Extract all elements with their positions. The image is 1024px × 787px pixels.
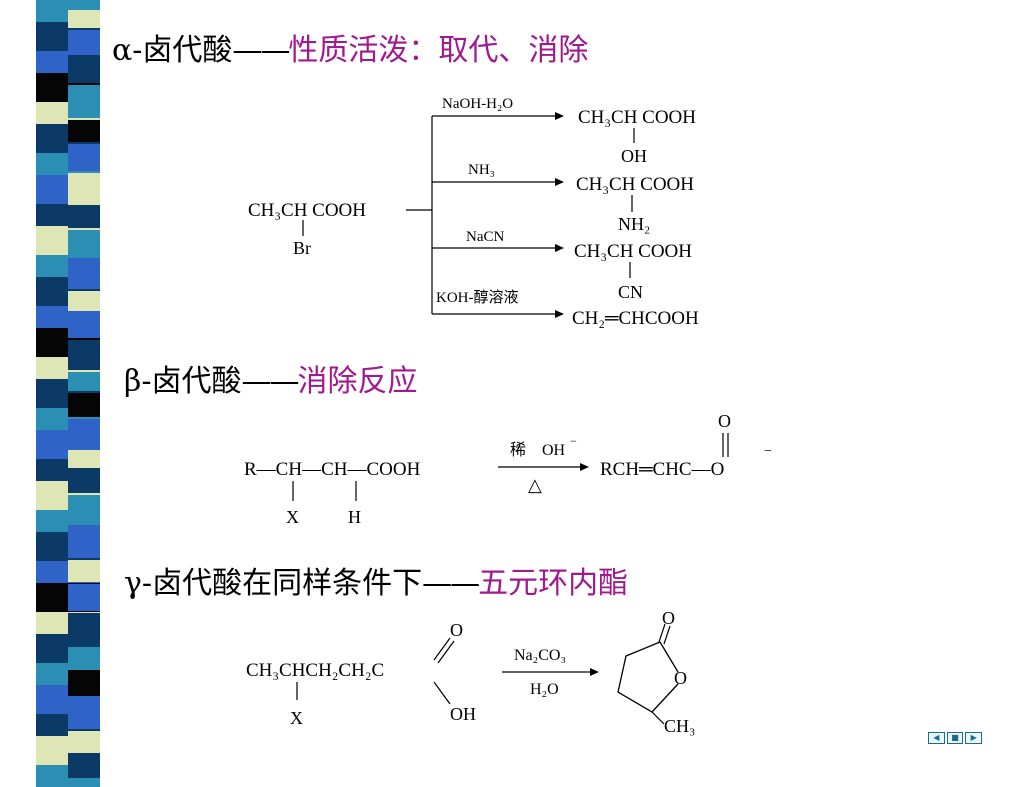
- beta-product-o-top: O: [718, 411, 731, 431]
- stripe-block: [68, 560, 100, 582]
- stripe-block: [68, 340, 100, 370]
- gamma-oh: OH: [450, 704, 476, 724]
- alpha-sub-1: OH: [621, 146, 647, 166]
- alpha-reagent-4: KOH-醇溶液: [436, 289, 519, 306]
- alpha-arrowhead-4: [555, 310, 564, 318]
- beta-reagent-dilute: 稀: [510, 441, 526, 459]
- beta-product-charge: −: [764, 444, 772, 459]
- heading-gamma-highlight: 五元环内酯: [478, 566, 629, 601]
- stripe-block: [68, 393, 100, 417]
- beta-reactant: R—CH—CH—COOH: [244, 459, 421, 480]
- stripe-block: [68, 55, 100, 83]
- gamma-ring-carbonyl-b: [663, 625, 671, 645]
- stripe-block: [68, 613, 100, 645]
- beta-reagent-oh: OH: [542, 442, 566, 459]
- stripe-block: [68, 230, 100, 256]
- stripe-block: [68, 495, 100, 523]
- alpha-product-1: CH₃CH COOH: [578, 107, 696, 128]
- gamma-ring-o-top: O: [662, 612, 675, 628]
- alpha-reactant: CH₃CH COOH: [248, 200, 366, 221]
- stripe-block: [68, 731, 100, 751]
- heading-beta: β-卤代酸——消除反应: [124, 364, 417, 400]
- stripe-block: [68, 372, 100, 391]
- gamma-lactone-ring: [617, 641, 679, 713]
- gamma-reagent-top: Na₂CO₃: [514, 647, 566, 664]
- stripe-block: [68, 525, 100, 558]
- gamma-ring-ch3: CH₃: [664, 716, 695, 736]
- stripe-block: [68, 450, 100, 468]
- next-slide-button[interactable]: ▶: [965, 732, 983, 744]
- beta-product: RCH═CHC—O: [600, 459, 724, 480]
- alpha-sub-2: NH₂: [618, 214, 650, 234]
- alpha-reagent-2: NH₃: [468, 162, 495, 178]
- stripe-block: [68, 470, 100, 493]
- heading-gamma-dash: ——: [422, 566, 480, 601]
- gamma-c-oh-bond: [433, 681, 451, 705]
- gamma-arrowhead: [590, 668, 599, 676]
- alpha-sub-3: CN: [618, 282, 643, 302]
- stripe-block: [68, 258, 100, 289]
- alpha-product-3: CH₃CH COOH: [574, 241, 692, 262]
- heading-gamma-prefix: γ-卤代酸在同样条件下: [124, 566, 423, 601]
- gamma-reactant: CH₃CHCH₂CH₂C: [246, 660, 384, 681]
- slide-navigation: ◀ ■ ▶: [928, 732, 983, 744]
- alpha-arrowhead-1: [555, 112, 564, 120]
- stripe-block: [68, 647, 100, 668]
- gamma-ring-methyl-bond: [651, 711, 665, 725]
- beta-sub-x: X: [286, 507, 299, 527]
- alpha-reaction-scheme: CH₃CH COOH Br NaOH-H₂O CH₃CH COOH OH NH₃…: [248, 96, 699, 329]
- stripe-block: [68, 584, 100, 611]
- gamma-reaction-scheme: CH₃CHCH₂CH₂C X O OH Na₂CO₃ H₂O O O CH₃: [246, 612, 695, 736]
- gamma-ring-carbonyl-a: [658, 623, 666, 643]
- gamma-carbonyl-b: [437, 640, 455, 664]
- heading-beta-prefix: β-卤代酸: [124, 364, 242, 399]
- heading-alpha-dash: ——: [232, 33, 290, 68]
- gamma-carbonyl-a: [433, 637, 451, 661]
- gamma-ring-c-o: [659, 641, 679, 673]
- beta-arrowhead: [580, 463, 589, 471]
- alpha-reagent-3: NaCN: [466, 229, 504, 245]
- gamma-ring-o: O: [674, 668, 687, 688]
- stripe-block: [68, 291, 100, 311]
- alpha-arrowhead-2: [555, 178, 564, 186]
- beta-reaction-scheme: R—CH—CH—COOH X H 稀 OH − △ RCH═CHC—O O −: [244, 411, 772, 527]
- stripe-block: [68, 30, 100, 53]
- stripe-block: [68, 313, 100, 338]
- alpha-reactant-sub: Br: [293, 238, 311, 258]
- stripe-block: [68, 670, 100, 696]
- home-slide-button[interactable]: ■: [946, 732, 964, 744]
- heading-gamma: γ-卤代酸在同样条件下——五元环内酯: [124, 566, 628, 602]
- alpha-product-4: CH₂═CHCOOH: [572, 308, 699, 329]
- alpha-product-2: CH₃CH COOH: [576, 174, 694, 195]
- stripe-block: [68, 698, 100, 729]
- decorative-stripe: [36, 0, 100, 787]
- heading-beta-highlight: 消除反应: [297, 364, 418, 399]
- stripe-block: [68, 207, 100, 228]
- stripe-block: [68, 10, 100, 28]
- gamma-reagent-bottom: H₂O: [530, 681, 559, 698]
- beta-sub-h: H: [348, 507, 361, 527]
- stripe-block: [68, 173, 100, 205]
- stripe-block: [68, 419, 100, 448]
- stripe-block: [68, 120, 100, 142]
- heading-alpha-prefix: α-卤代酸: [112, 33, 233, 68]
- heading-beta-dash: ——: [241, 364, 299, 399]
- gamma-sub-x: X: [290, 708, 303, 728]
- gamma-o-top: O: [450, 620, 463, 640]
- heading-alpha-highlight: 性质活泼：取代、消除: [288, 33, 589, 68]
- alpha-arrowhead-3: [555, 244, 564, 252]
- prev-slide-button[interactable]: ◀: [928, 732, 945, 744]
- heading-alpha: α-卤代酸——性质活泼：取代、消除: [112, 33, 588, 69]
- stripe-block: [68, 144, 100, 171]
- stripe-block: [68, 753, 100, 778]
- beta-reagent-heat: △: [528, 475, 542, 495]
- beta-reagent-charge: −: [570, 434, 577, 448]
- alpha-reagent-1: NaOH-H₂O: [442, 96, 513, 112]
- stripe-block: [68, 85, 100, 118]
